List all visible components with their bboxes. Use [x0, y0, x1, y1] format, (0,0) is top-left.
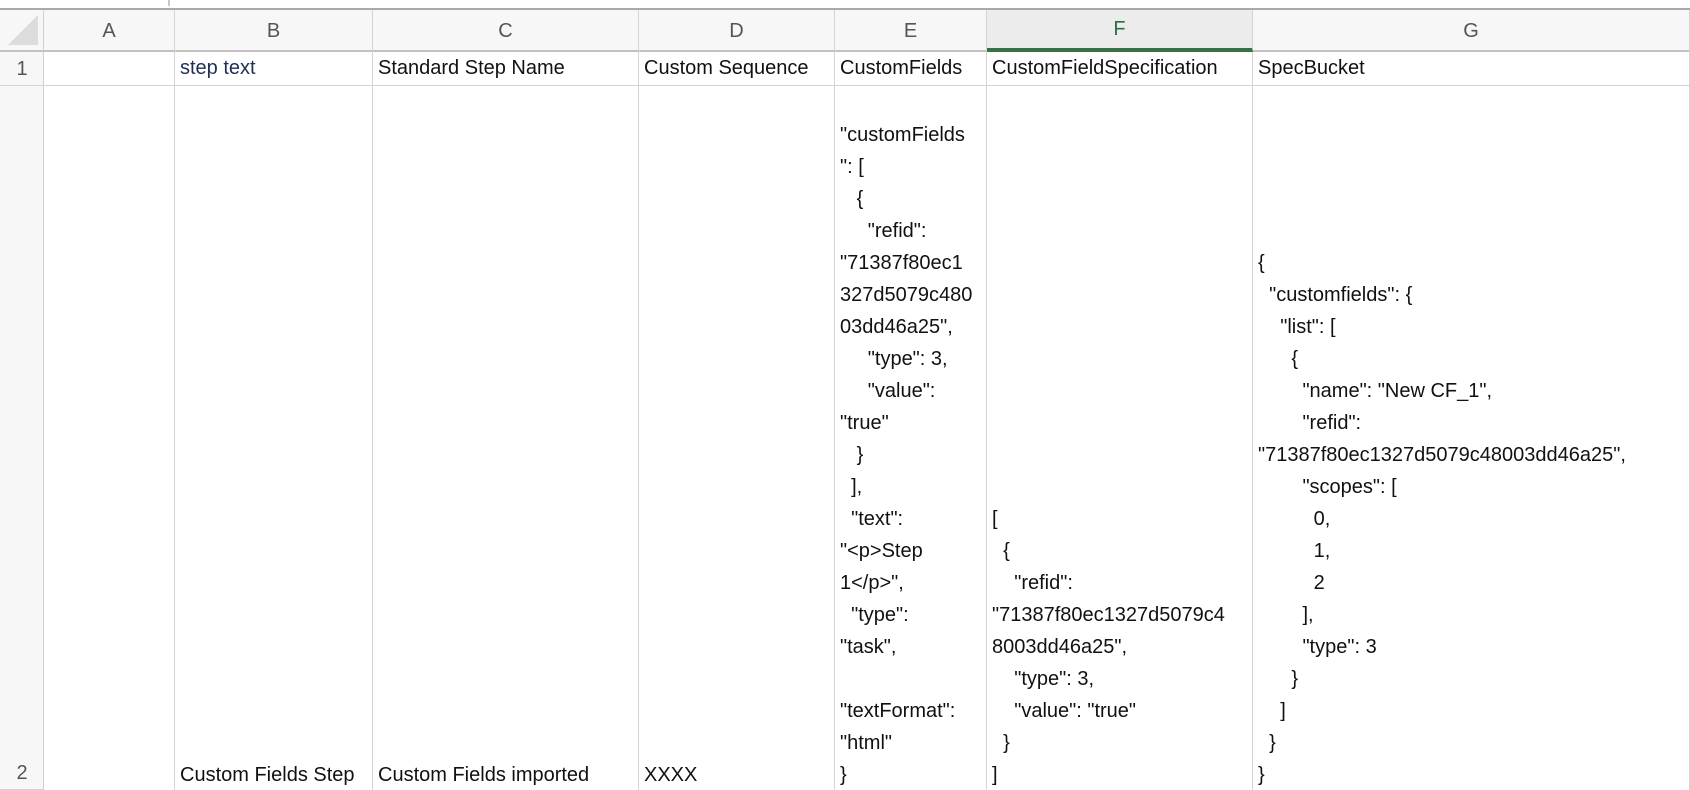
cell-grid: step text Standard Step Name Custom Sequ…: [44, 52, 1690, 790]
row-header-2[interactable]: 2: [0, 86, 44, 790]
formula-bar-edge: [0, 0, 1690, 10]
cell-d1[interactable]: Custom Sequence: [639, 52, 835, 86]
column-header-e[interactable]: E: [835, 10, 987, 52]
cell-e2[interactable]: "customFields ": [ { "refid": "71387f80e…: [835, 86, 987, 790]
cell-c2-text: Custom Fields imported: [378, 764, 590, 786]
column-header-b[interactable]: B: [175, 10, 373, 52]
cell-d1-text: Custom Sequence: [644, 57, 809, 79]
cell-c1[interactable]: Standard Step Name: [373, 52, 639, 86]
cell-c2[interactable]: Custom Fields imported: [373, 86, 639, 790]
cell-d2-text: XXXX: [644, 764, 698, 786]
row-header-1[interactable]: 1: [0, 52, 44, 86]
cell-b1-text: step text: [180, 57, 256, 79]
spreadsheet-grid[interactable]: A B C D E F G 1 2 step text Standard Ste…: [0, 10, 1690, 790]
cell-b1[interactable]: step text: [175, 52, 373, 86]
cell-g2[interactable]: { "customfields": { "list": [ { "name": …: [1253, 86, 1690, 790]
cell-d2[interactable]: XXXX: [639, 86, 835, 790]
cell-a1[interactable]: [44, 52, 175, 86]
column-header-a[interactable]: A: [44, 10, 175, 52]
column-header-d[interactable]: D: [639, 10, 835, 52]
cell-e1-text: CustomFields: [840, 57, 963, 79]
cell-f2-text: [ { "refid": "71387f80ec1327d5079c4 8003…: [992, 508, 1225, 786]
cell-b2-text: Custom Fields Step: [180, 764, 355, 786]
cell-a2[interactable]: [44, 86, 175, 790]
select-all-triangle-icon: [8, 15, 38, 45]
cell-g2-text: { "customfields": { "list": [ { "name": …: [1258, 252, 1626, 786]
cell-g1[interactable]: SpecBucket: [1253, 52, 1690, 86]
cell-f2[interactable]: [ { "refid": "71387f80ec1327d5079c4 8003…: [987, 86, 1253, 790]
column-headers: A B C D E F G: [44, 10, 1690, 52]
cell-c1-text: Standard Step Name: [378, 57, 565, 79]
cell-f1-text: CustomFieldSpecification: [992, 57, 1218, 79]
cell-f1[interactable]: CustomFieldSpecification: [987, 52, 1253, 86]
row-headers: 1 2: [0, 52, 44, 790]
cell-b2[interactable]: Custom Fields Step: [175, 86, 373, 790]
column-header-c[interactable]: C: [373, 10, 639, 52]
column-header-g[interactable]: G: [1253, 10, 1690, 52]
cell-e1[interactable]: CustomFields: [835, 52, 987, 86]
select-all-button[interactable]: [0, 10, 44, 52]
cell-g1-text: SpecBucket: [1258, 57, 1365, 79]
cell-e2-text: "customFields ": [ { "refid": "71387f80e…: [840, 124, 973, 786]
column-header-f[interactable]: F: [987, 10, 1253, 52]
name-box-edge: [168, 0, 170, 6]
